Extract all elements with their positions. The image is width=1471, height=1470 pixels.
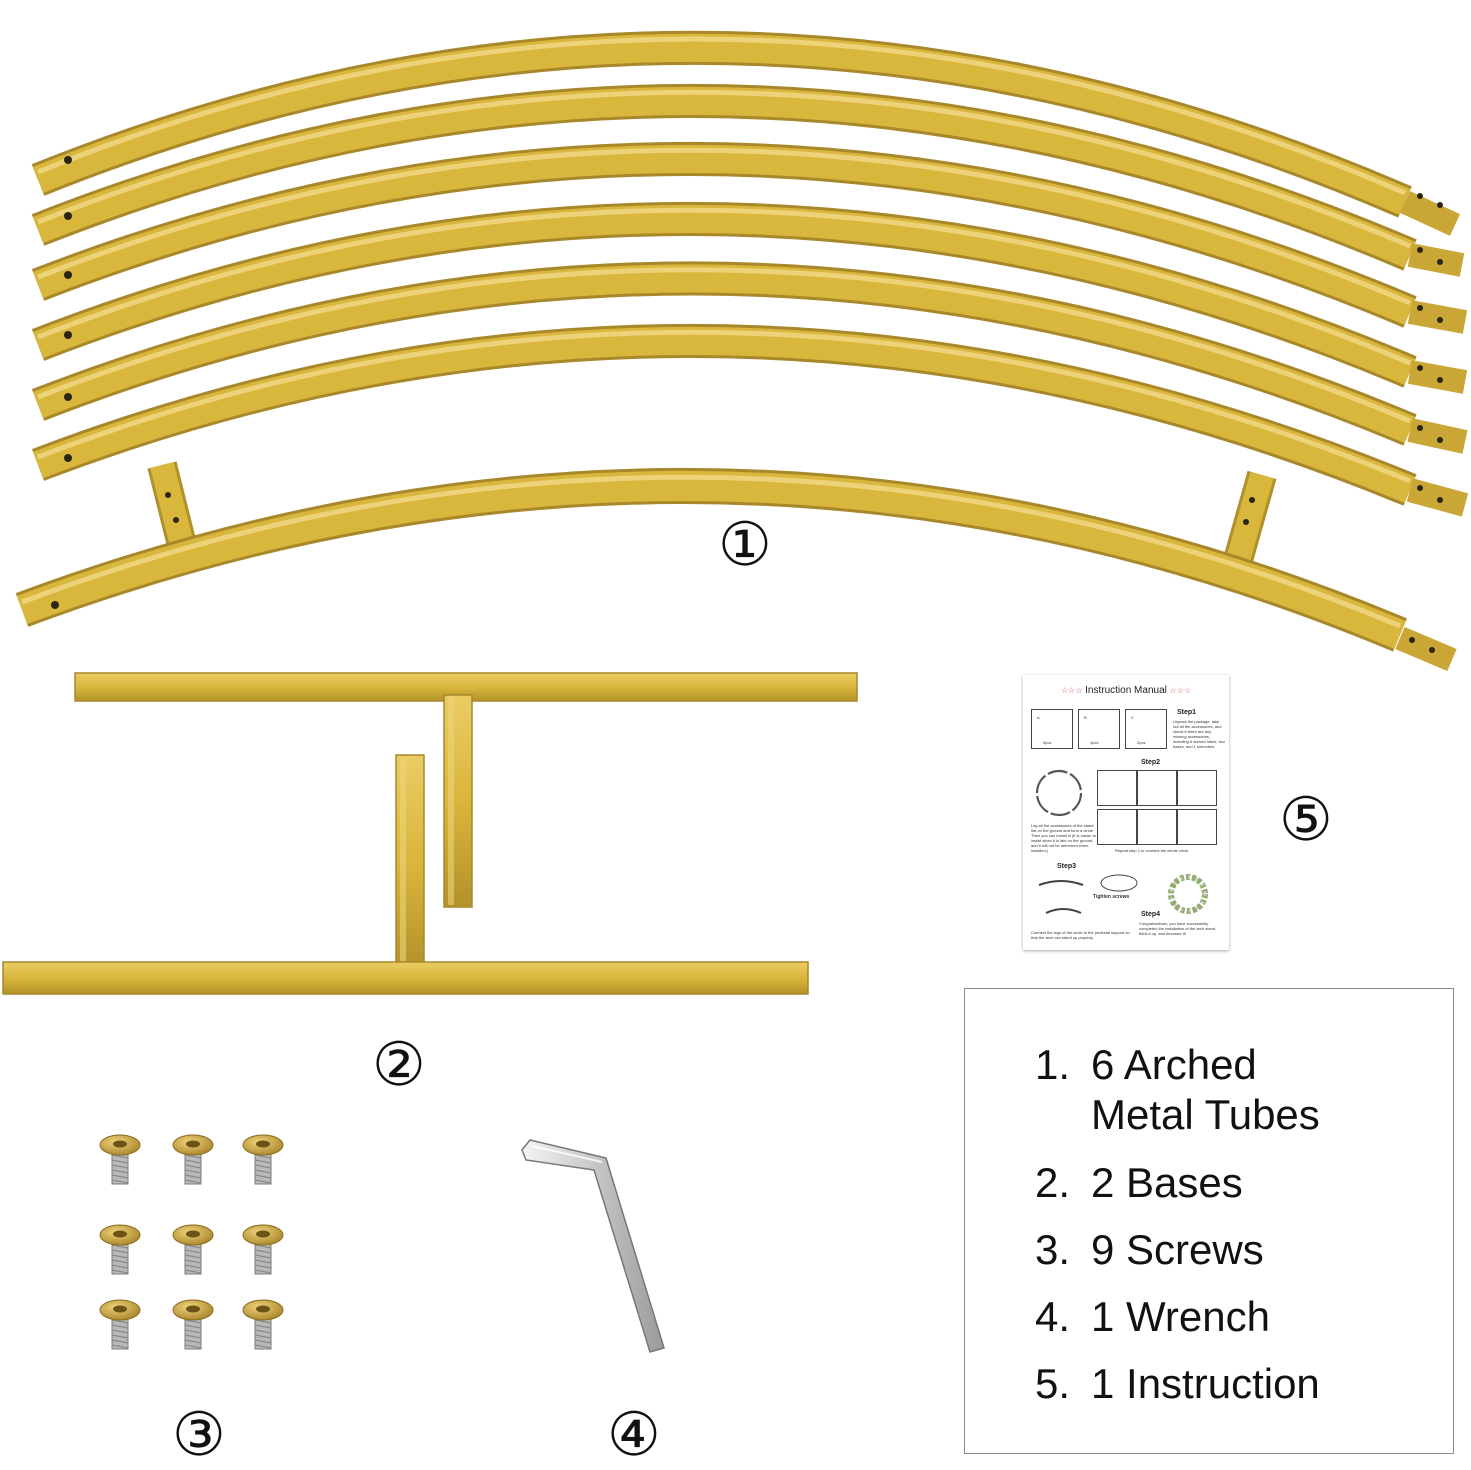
arched-tube-1 (31, 30, 1461, 236)
manual-step2-panel-5 (1137, 809, 1177, 845)
manual-step4: Step4 (1141, 911, 1161, 918)
base-upper (74, 672, 858, 908)
screw-1 (99, 1134, 141, 1185)
manual-wreath (1168, 874, 1208, 914)
parts-legend: 1. 6 Arched Metal Tubes 2. 2 Bases 3. 9 Scr… (964, 988, 1454, 1454)
legend-item-5-number: 5. (1035, 1360, 1071, 1407)
legend-item-2-number: 2. (1035, 1159, 1071, 1206)
arched-tube-6 (31, 323, 1469, 517)
screw-4 (99, 1224, 141, 1275)
manual-box-a-label: A (1037, 715, 1040, 720)
legend-item-3: 3. 9 Screws (1035, 1226, 1264, 1274)
manual-box-c (1125, 709, 1167, 749)
legend-item-1: 1. 6 Arched (1035, 1041, 1257, 1089)
manual-box-a (1031, 709, 1073, 749)
legend-item-1-number: 1. (1035, 1041, 1071, 1088)
manual-stars-right: ☆☆☆ (1169, 686, 1192, 695)
base-lower (2, 754, 809, 995)
legend-item-4-text: 1 Wrench (1091, 1293, 1270, 1340)
legend-item-2-text: 2 Bases (1091, 1159, 1243, 1206)
manual-circle-diagram (1035, 769, 1083, 817)
marker-3: ③ (172, 1400, 226, 1470)
legend-item-3-text: 9 Screws (1091, 1226, 1264, 1273)
marker-5: ⑤ (1279, 785, 1333, 855)
manual-step3-text: Connect the legs of the circle to the pe… (1031, 930, 1130, 940)
manual-box-c-count: 2pcs (1137, 740, 1146, 745)
manual-step2-panel-2 (1137, 770, 1177, 806)
legend-item-1-text2: Metal Tubes (1091, 1091, 1320, 1138)
manual-title: ☆☆☆ Instruction Manual ☆☆☆ (1023, 685, 1229, 696)
legend-item-5-text: 1 Instruction (1091, 1360, 1320, 1407)
manual-box-a-count: 5pcs (1043, 740, 1052, 745)
manual-step1-text: Unpack the package, take out all the acc… (1173, 719, 1225, 749)
manual-step2-panel-3 (1177, 770, 1217, 806)
legend-item-3-number: 3. (1035, 1226, 1071, 1273)
manual-step4-text: Congratulations, you have successfully c… (1139, 921, 1217, 936)
bases-group (2, 672, 858, 995)
screw-3 (242, 1134, 284, 1185)
screw-2 (172, 1134, 214, 1185)
legend-item-4-number: 4. (1035, 1293, 1071, 1340)
screw-9 (242, 1299, 284, 1350)
arched-tube-3 (31, 141, 1468, 334)
tube-holes (51, 156, 1443, 653)
manual-box-b-count: 1pcs (1090, 740, 1099, 745)
arched-tube-with-legs (15, 461, 1457, 672)
manual-step2-panel-4 (1097, 809, 1137, 845)
legend-item-1-text: 6 Arched (1091, 1041, 1257, 1088)
manual-box-b (1078, 709, 1120, 749)
manual-step3-diagram (1038, 874, 1138, 914)
arched-tube-5 (31, 261, 1468, 454)
manual-title-text: Instruction Manual (1085, 685, 1167, 696)
manual-step2-panel-1 (1097, 770, 1137, 806)
screw-7 (99, 1299, 141, 1350)
wrench (521, 1139, 665, 1353)
screw-5 (172, 1224, 214, 1275)
screws-group (99, 1134, 284, 1350)
manual-step2-text: Lay all the accessories of the stand fla… (1031, 823, 1096, 853)
marker-1: ① (718, 510, 772, 580)
legend-item-1-line2: Metal Tubes (1091, 1091, 1320, 1139)
screw-8 (172, 1299, 214, 1350)
marker-2: ② (372, 1030, 426, 1100)
manual-tighten-label: Tighten screws (1093, 894, 1130, 900)
manual-step2: Step2 (1141, 759, 1161, 766)
arched-tube-4 (31, 201, 1468, 394)
manual-box-c-label: C (1131, 715, 1134, 720)
arched-tube-2 (31, 84, 1465, 277)
manual-box-b-label: B (1084, 715, 1087, 720)
legend-item-4: 4. 1 Wrench (1035, 1293, 1270, 1341)
marker-4: ④ (607, 1400, 661, 1470)
manual-stars-left: ☆☆☆ (1060, 686, 1083, 695)
legend-item-2: 2. 2 Bases (1035, 1159, 1243, 1207)
manual-step2-panel-6 (1177, 809, 1217, 845)
arched-tube-group (15, 30, 1469, 672)
legend-item-5: 5. 1 Instruction (1035, 1360, 1320, 1408)
manual-repeat-text: Repeat step 2 to connect the whole circl… (1115, 848, 1190, 853)
manual-step1: Step1 (1177, 709, 1197, 716)
screw-6 (242, 1224, 284, 1275)
manual-step3: Step3 (1057, 863, 1077, 870)
instruction-manual: ☆☆☆ Instruction Manual ☆☆☆ A 5pcs B 1pcs… (1023, 675, 1229, 950)
